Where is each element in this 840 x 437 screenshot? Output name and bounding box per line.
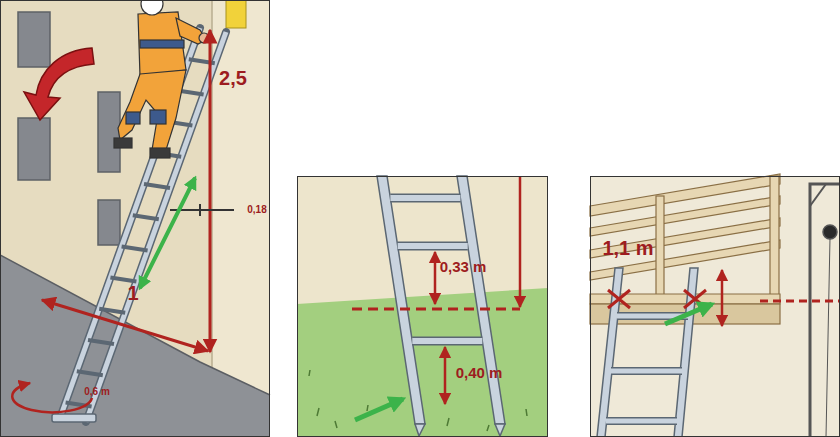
window	[98, 200, 120, 245]
dimension-lines	[209, 30, 212, 352]
worker	[126, 112, 140, 124]
ladder	[52, 414, 96, 422]
ladder	[86, 32, 226, 422]
dimension-lines	[199, 204, 201, 216]
ladder	[415, 424, 425, 436]
ladder	[60, 28, 200, 418]
dimension-lines	[665, 270, 840, 326]
worker	[114, 0, 209, 158]
dimension-lines	[42, 300, 208, 351]
ladder	[66, 59, 215, 406]
ladder	[597, 268, 698, 437]
dimension-lines	[665, 304, 712, 324]
railing	[656, 196, 664, 306]
dimension-label: 1	[127, 283, 138, 303]
window	[18, 12, 50, 67]
tie	[608, 290, 630, 308]
window	[18, 12, 120, 245]
dimension-label: 2,5	[219, 68, 247, 88]
dimension-label: 0,18	[247, 205, 266, 215]
hoist	[810, 184, 826, 206]
panel-deck	[590, 176, 840, 437]
ladder	[495, 424, 505, 436]
hoist	[810, 184, 840, 437]
panel-deck	[590, 174, 840, 437]
dimension-label: 0,6 m	[84, 387, 110, 397]
dimension-lines	[140, 178, 195, 288]
dimension-lines	[434, 252, 437, 304]
dimension-label: 1,1 m	[602, 238, 653, 258]
dimension-label: 0,40 m	[456, 365, 503, 380]
move-arrow	[24, 48, 94, 120]
panel-facade	[0, 0, 270, 437]
worker	[141, 0, 163, 15]
tie	[608, 290, 706, 308]
ladder	[606, 316, 688, 421]
worker	[150, 148, 170, 158]
ground	[0, 255, 270, 437]
hoist	[823, 225, 837, 239]
panel-facade	[0, 0, 270, 437]
hoist	[826, 238, 830, 437]
dimension-lines	[352, 176, 520, 420]
dimension-label: 0,33 m	[440, 259, 487, 274]
ladder	[86, 32, 226, 422]
yellow-box	[226, 0, 246, 28]
worker	[140, 40, 184, 48]
panel-border	[1, 1, 270, 437]
ladder	[52, 28, 226, 422]
ladder	[60, 28, 200, 418]
window	[18, 118, 50, 180]
railing	[770, 176, 779, 306]
window	[98, 92, 120, 172]
dimension-lines	[12, 30, 234, 412]
dimension-lines	[760, 300, 840, 303]
dimension-lines	[352, 308, 520, 311]
worker	[199, 33, 209, 43]
dimension-lines	[355, 399, 403, 420]
hoist	[810, 184, 840, 437]
ladder	[377, 176, 425, 424]
worker	[150, 110, 166, 124]
dimension-lines	[444, 347, 447, 404]
ladder	[377, 176, 505, 436]
dimension-lines	[12, 383, 92, 412]
panel-ground	[297, 176, 548, 437]
railing	[590, 174, 780, 216]
panel-ground	[298, 177, 548, 437]
dimension-lines	[519, 176, 522, 307]
worker	[114, 138, 132, 148]
ladder	[606, 316, 688, 421]
panel-deck	[591, 177, 840, 437]
panel-ground	[297, 176, 548, 437]
ladder	[457, 176, 505, 424]
dimension-lines	[721, 270, 724, 326]
